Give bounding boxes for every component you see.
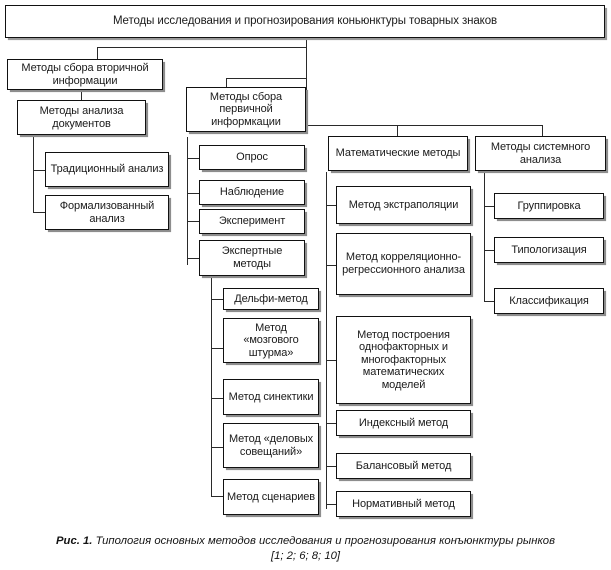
connector-stub-balance (326, 466, 337, 468)
node-grouping-label: Группировка (517, 199, 581, 212)
node-typology: Типологизация (494, 237, 604, 263)
node-business-meetings-method-label: Метод «деловых совещаний» (228, 432, 314, 458)
connector-drop-system (542, 125, 544, 137)
connector-drop-math (397, 125, 399, 137)
connector-stub-synectics (211, 398, 223, 400)
node-index-method-label: Индексный метод (358, 416, 449, 429)
node-root-title-label: Методы исследования и прогнозирования ко… (112, 15, 498, 28)
figure-caption-lead: Рис. 1. (56, 535, 93, 547)
node-classification: Классификация (494, 288, 604, 314)
node-observation: Наблюдение (199, 180, 305, 205)
node-experiment: Эксперимент (199, 209, 305, 234)
node-balance-method: Балансовый метод (336, 453, 471, 479)
node-formalized-analysis-label: Формализованный анализ (59, 199, 155, 225)
node-brainstorming-method-label: Метод «мозгового штурма» (243, 321, 299, 359)
node-mathematical-models-method-label: Метод построения однофакторных и многофа… (357, 328, 450, 391)
node-document-analysis: Методы анализа документов (17, 100, 146, 135)
node-correlation-regression-method: Метод корреляционно-регрессионного анали… (336, 233, 471, 295)
node-extrapolation-method: Метод экстраполяции (336, 186, 471, 224)
connector-stub-models (326, 360, 337, 362)
node-delphi-method: Дельфи-метод (223, 288, 319, 310)
connector-rail-primary (187, 137, 189, 265)
connector-trunk-main (306, 38, 308, 126)
node-traditional-analysis: Традиционный анализ (45, 152, 169, 187)
connector-stub-classification (484, 301, 495, 303)
connector-stub-extrapolation (326, 205, 337, 207)
node-extrapolation-method-label: Метод экстраполяции (348, 198, 459, 211)
node-business-meetings-method: Метод «деловых совещаний» (223, 423, 319, 468)
node-expert-methods-label: Экспертные методы (221, 245, 283, 270)
connector-drop-primary (226, 78, 228, 88)
node-document-analysis-label: Методы анализа документов (39, 104, 124, 130)
node-secondary-info-label: Методы сбора вторичной информации (21, 61, 149, 87)
connector-rail-documents (33, 135, 35, 213)
connector-rail-mathematical (326, 172, 328, 509)
node-secondary-info: Методы сбора вторичной информации (7, 59, 163, 90)
figure-caption: Рис. 1. Типология основных методов иссле… (0, 534, 611, 564)
node-observation-label: Наблюдение (219, 186, 285, 199)
node-system-analysis-methods: Методы системного анализа (475, 136, 606, 171)
node-mathematical-models-method: Метод построения однофакторных и многофа… (336, 316, 471, 404)
figure-caption-refs: [1; 2; 6; 8; 10] (270, 550, 341, 562)
node-index-method: Индексный метод (336, 410, 471, 436)
connector-stub-scenarios (211, 496, 223, 498)
node-synectics-method-label: Метод синектики (228, 390, 314, 403)
connector-stub-delphi (211, 299, 223, 301)
node-survey-label: Опрос (236, 151, 268, 164)
connector-rail-expert (211, 277, 213, 496)
node-formalized-analysis: Формализованный анализ (45, 195, 169, 230)
node-traditional-analysis-label: Традиционный анализ (50, 163, 164, 176)
connector-stub-correlation (326, 265, 337, 267)
connector-stub-formalized (33, 212, 45, 214)
connector-stub-experiment (187, 221, 199, 223)
connector-stub-expert (187, 258, 199, 260)
node-experiment-label: Эксперимент (218, 215, 286, 228)
node-primary-info: Методы сбора первичной информкации (186, 87, 306, 132)
connector-stub-business-meetings (211, 447, 223, 449)
node-scenarios-method-label: Метод сценариев (227, 490, 316, 503)
connector-stub-traditional (33, 170, 45, 172)
node-mathematical-methods: Математические методы (328, 136, 468, 171)
node-expert-methods: Экспертные методы (199, 240, 305, 276)
connector-trunk-crossbar (306, 125, 543, 127)
connector-trunk-to-secondary (97, 47, 307, 49)
node-mathematical-methods-label: Математические методы (335, 147, 461, 160)
connector-trunk-to-primary (226, 78, 307, 80)
node-grouping: Группировка (494, 193, 604, 219)
connector-stub-typology (484, 250, 495, 252)
node-survey: Опрос (199, 145, 305, 170)
node-normative-method-label: Нормативный метод (352, 497, 455, 510)
connector-stub-survey (187, 158, 199, 160)
connector-stub-observation (187, 193, 199, 195)
node-typology-label: Типологизация (511, 243, 587, 256)
connector-secondary-to-documents (81, 89, 83, 101)
connector-stub-normative (326, 504, 337, 506)
node-primary-info-label: Методы сбора первичной информкации (209, 90, 283, 128)
node-delphi-method-label: Дельфи-метод (234, 292, 308, 305)
node-synectics-method: Метод синектики (223, 379, 319, 415)
connector-stub-grouping (484, 206, 495, 208)
connector-stub-index (326, 423, 337, 425)
node-correlation-regression-method-label: Метод корреляционно-регрессионного анали… (342, 251, 465, 276)
figure-caption-text: Типология основных методов исследования … (95, 535, 555, 547)
node-brainstorming-method: Метод «мозгового штурма» (223, 318, 319, 363)
node-system-analysis-methods-label: Методы системного анализа (490, 140, 591, 166)
connector-drop-secondary (97, 47, 99, 60)
node-classification-label: Классификация (509, 294, 589, 307)
node-scenarios-method: Метод сценариев (223, 479, 319, 515)
connector-stub-brainstorm (211, 348, 223, 350)
connector-rail-system (484, 172, 486, 302)
node-normative-method: Нормативный метод (336, 491, 471, 517)
node-root-title: Методы исследования и прогнозирования ко… (5, 5, 605, 38)
node-balance-method-label: Балансовый метод (355, 459, 452, 472)
